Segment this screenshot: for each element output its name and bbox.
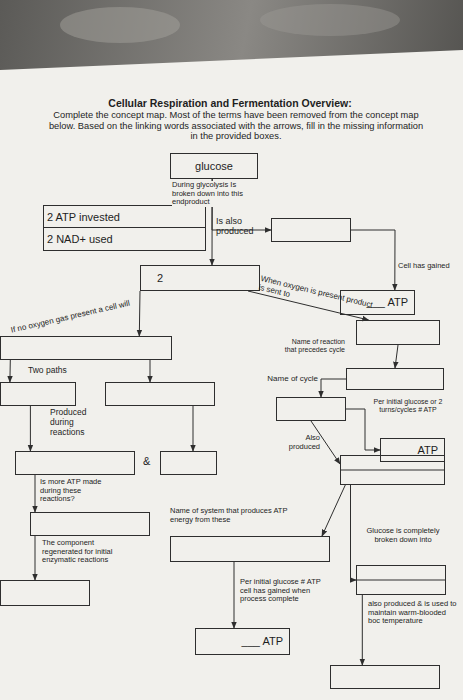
box-text: glucose (171, 154, 257, 178)
arrow-connector (321, 379, 346, 397)
box-text: ___ ATP (196, 629, 289, 654)
arrow-connector (351, 230, 395, 290)
concept-box: glucose (170, 153, 258, 179)
arrow-connector (139, 291, 141, 336)
linking-words: The component regenerated for initial en… (42, 539, 136, 565)
light-patch (260, 4, 400, 36)
linking-words: Per initial glucose or 2 turns/cycles # … (368, 398, 448, 414)
arrow-connector (30, 406, 31, 451)
arrow-connector (35, 536, 36, 580)
concept-box (15, 451, 135, 475)
box-text: 2 (141, 266, 259, 290)
concept-box (0, 580, 90, 606)
worksheet-title: Cellular Respiration and Fermentation Ov… (40, 97, 420, 109)
linking-words: Produced during reactions (50, 408, 106, 437)
box-divider (356, 580, 446, 581)
linking-words: Per initial glucose # ATP cell has gaine… (240, 578, 322, 604)
linking-words: Name of cycle (248, 374, 318, 383)
concept-box: 2 (140, 265, 260, 291)
concept-box: ___ ATP (195, 628, 290, 655)
linking-words: Is also produced (216, 216, 268, 237)
connector-symbol: & (143, 455, 157, 468)
concept-box (170, 536, 330, 562)
linking-words: Glucose is completely broken down into (358, 527, 448, 544)
arrow-connector (322, 485, 345, 536)
box-text: 2 ATP invested (44, 206, 205, 228)
arrow-connector (35, 475, 36, 512)
arrow-connector (234, 562, 235, 628)
concept-box (30, 512, 150, 536)
concept-box (340, 455, 445, 485)
arrow-connector (362, 595, 363, 665)
instructions-text: Complete the concept map. Most of the te… (46, 110, 426, 142)
arrow-connector (346, 409, 380, 450)
linking-words: Name of system that produces ATP energy … (170, 507, 312, 524)
concept-box (356, 320, 440, 345)
linking-words: also produced & is used to maintain warm… (368, 600, 460, 626)
paper-sheet (0, 50, 463, 700)
linking-words: Cell has gained (398, 262, 450, 271)
linking-words: Is more ATP made during these reactions? (40, 478, 112, 504)
concept-box (330, 665, 440, 689)
arrow-connector (193, 406, 194, 451)
concept-box (356, 565, 446, 595)
light-patch (60, 7, 180, 43)
box-text: ___ ATP (381, 439, 444, 461)
arrow-connector (150, 360, 151, 382)
concept-box (271, 218, 351, 242)
concept-box (0, 336, 172, 360)
concept-box (105, 382, 215, 406)
box-text: 2 NAD+ used (44, 228, 205, 250)
arrow-connector (395, 345, 398, 368)
concept-box: ___ ATP (380, 438, 445, 462)
concept-box (346, 368, 444, 390)
concept-box (276, 397, 346, 421)
concept-box (0, 382, 76, 406)
concept-box (160, 451, 217, 475)
linking-words: Two paths (28, 366, 88, 376)
arrow-connector (9, 360, 10, 382)
concept-box: 2 ATP invested2 NAD+ used (43, 205, 206, 251)
box-divider (340, 470, 445, 471)
linking-words: During glycolysis Is broken down into th… (172, 181, 252, 207)
linking-words: Also produced (276, 434, 320, 451)
linking-words: Name of reaction that precedes cycle (283, 338, 345, 354)
